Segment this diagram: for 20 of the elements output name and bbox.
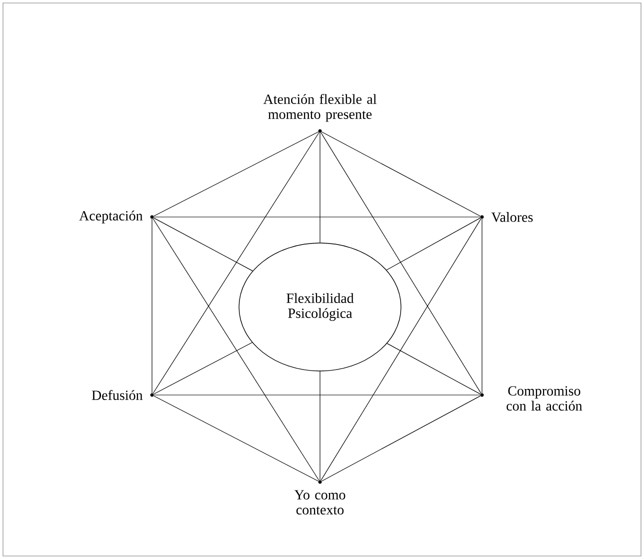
vertex-label: Aceptación	[79, 210, 143, 224]
connector-line	[152, 218, 320, 481]
connector-line	[321, 132, 481, 216]
connector-line	[321, 396, 481, 482]
vertex-label: Compromiso con la acción	[506, 386, 582, 411]
connector-line	[153, 396, 319, 482]
connector-line	[154, 216, 480, 218]
connector-line	[320, 132, 482, 394]
connector-line	[153, 218, 253, 272]
vertex-label: Valores	[491, 212, 533, 222]
connector-line	[386, 343, 481, 394]
connector-line	[153, 132, 319, 216]
connector-line	[153, 342, 252, 394]
vertex-label: Atención flexible al momento presente	[263, 94, 376, 122]
vertex-label: Defusión	[92, 390, 143, 400]
connector-line	[386, 218, 481, 270]
connector-line	[152, 132, 320, 394]
connector-line	[320, 218, 482, 481]
connector-line	[154, 394, 480, 396]
vertex-label: Yo como contexto	[294, 490, 346, 515]
